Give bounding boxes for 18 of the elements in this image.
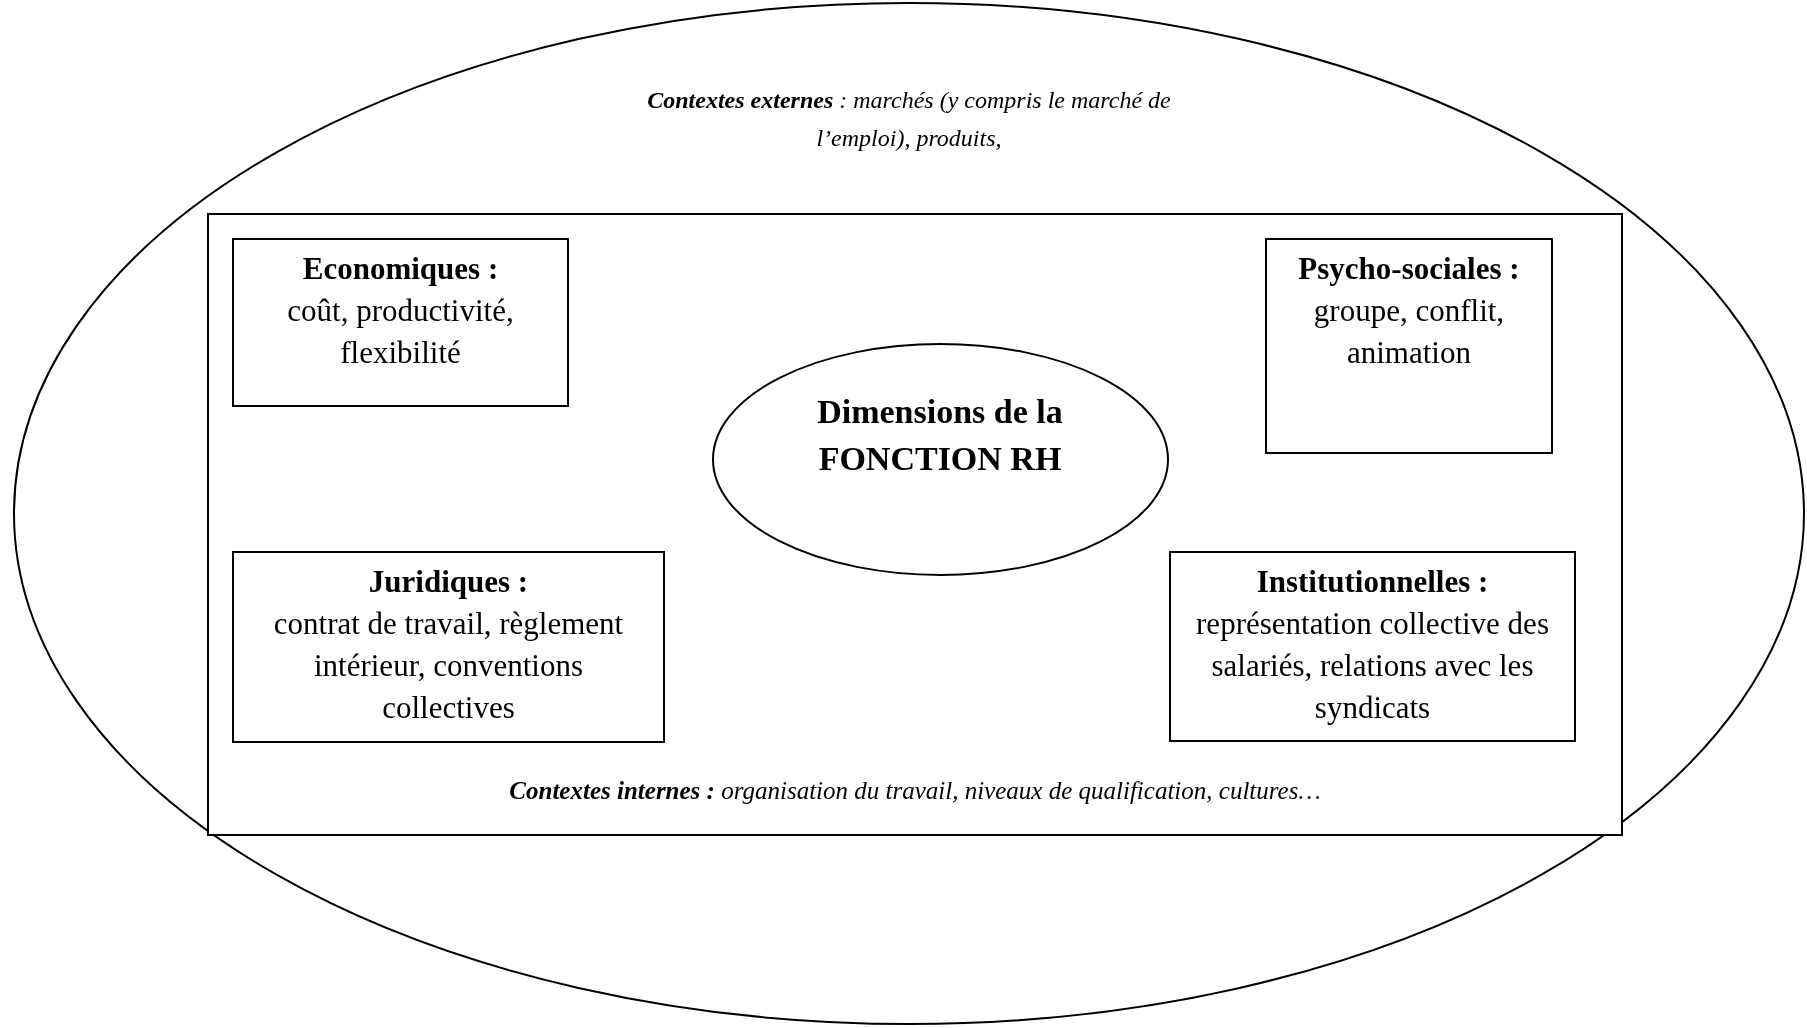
center-title: Dimensions de la FONCTION RH [816,392,1064,479]
dimension-box [1169,551,1576,742]
box-heading: Economiques : [302,250,499,288]
box-text: coût, productivité, flexibilité [286,292,515,372]
context-text: Contextes externes : marchés (y compris le marché de l’emploi), produits, [646,86,1172,153]
box-heading: Psycho-sociales : [1298,250,1520,288]
box-text: groupe, conflit, animation [1312,292,1506,372]
box-text: contrat de travail, règlement intérieur, conventions collectives [272,605,625,727]
dimension-box [232,238,569,407]
box-text: représentation collective des salariés, relations avec les syndicats [1195,605,1550,727]
inner-context-box [207,213,1623,836]
dimension-box [232,551,665,743]
box-heading: Juridiques : [368,563,529,601]
center-ellipse [713,344,1168,575]
context-text: Contextes internes : organisation du travail, niveaux de qualification, cultures… [508,776,1322,806]
dimension-box [1265,238,1553,454]
box-heading: Institutionnelles : [1256,563,1489,601]
outer-context-ellipse [14,3,1804,1024]
